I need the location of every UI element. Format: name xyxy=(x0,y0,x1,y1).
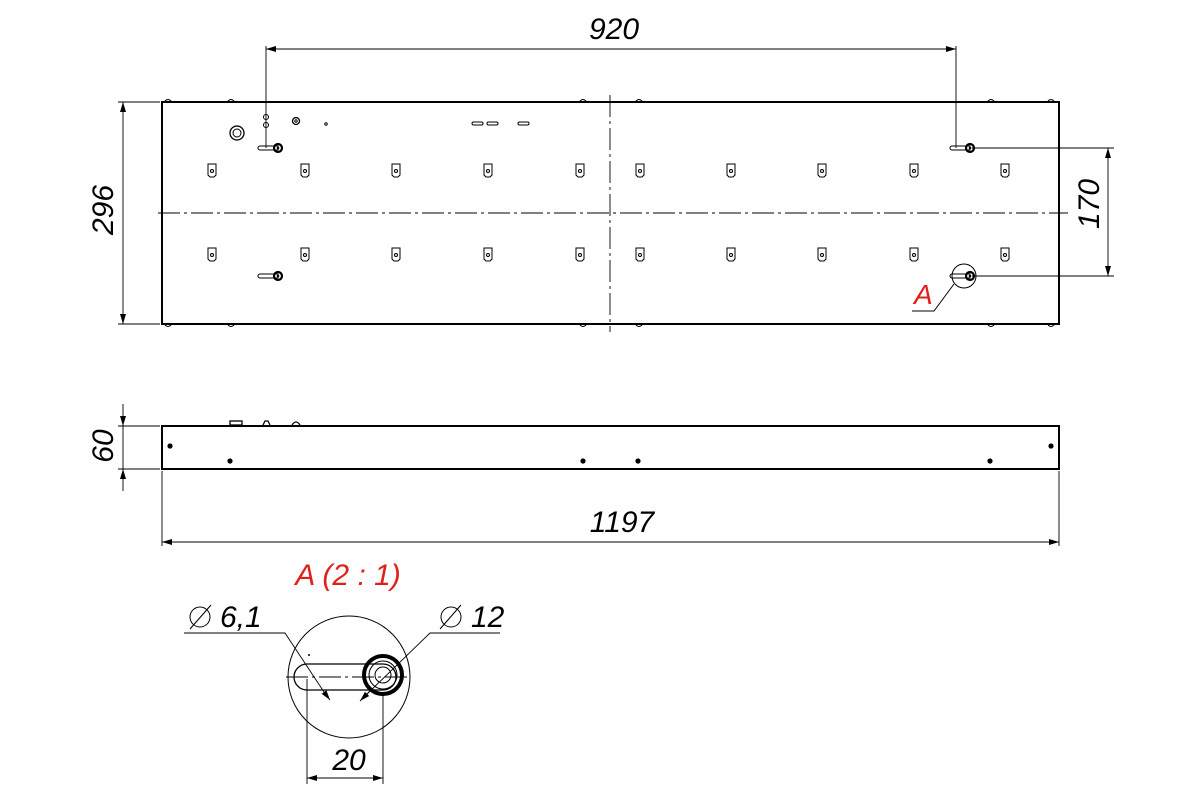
mounting-slot xyxy=(257,142,284,154)
dimension-1197: 1197 xyxy=(161,471,1060,546)
mounting-clip xyxy=(1000,247,1010,262)
mounting-clip xyxy=(391,163,401,178)
mounting-clip xyxy=(575,163,585,178)
mounting-clip xyxy=(909,163,919,178)
dimension-296-label: 296 xyxy=(87,185,120,236)
mounting-clip xyxy=(635,163,645,178)
detail-a-dim-6-1-label: 6,1 xyxy=(220,601,262,634)
detail-a-dim-12-label: 12 xyxy=(471,601,505,634)
diameter-small-symbol xyxy=(189,606,211,628)
dimension-920-label: 920 xyxy=(589,13,639,46)
connector-features xyxy=(229,114,530,141)
mounting-clip xyxy=(909,247,919,262)
mounting-clip xyxy=(391,247,401,262)
mounting-clip xyxy=(726,247,736,262)
side-view-holes xyxy=(167,443,1054,464)
clip-rows xyxy=(207,163,1010,262)
detail-a-slot xyxy=(293,663,397,691)
mounting-clip xyxy=(483,163,493,178)
mounting-slot xyxy=(257,270,284,282)
mounting-clip xyxy=(817,247,827,262)
dimension-296: 296 xyxy=(87,101,160,325)
mounting-slot xyxy=(949,142,976,154)
side-view-outline xyxy=(161,425,1060,470)
dimension-170-label: 170 xyxy=(1073,179,1106,229)
mounting-clip xyxy=(300,247,310,262)
mounting-clip xyxy=(575,247,585,262)
dimension-60: 60 xyxy=(87,404,160,491)
top-view-edge-marks xyxy=(164,99,1055,327)
side-view-top-features xyxy=(229,420,301,426)
mounting-clip xyxy=(726,163,736,178)
dimension-170: 170 xyxy=(972,147,1114,277)
mounting-clip xyxy=(207,247,217,262)
dimension-1197-label: 1197 xyxy=(590,506,656,539)
detail-a-view: A (2 : 1) 20 6,1 12 xyxy=(184,559,505,784)
mounting-clip xyxy=(635,247,645,262)
mounting-slot xyxy=(949,270,976,282)
dimension-60-label: 60 xyxy=(87,429,120,463)
top-view: A xyxy=(158,95,1068,332)
side-view xyxy=(161,420,1060,470)
detail-a-callout: A xyxy=(912,279,933,310)
dimension-920: 920 xyxy=(265,13,957,148)
mounting-clip xyxy=(817,163,827,178)
diameter-large-symbol xyxy=(440,606,462,628)
mounting-slots xyxy=(257,142,976,282)
mounting-clip xyxy=(300,163,310,178)
mounting-clip xyxy=(207,163,217,178)
detail-a-title: A (2 : 1) xyxy=(293,559,401,592)
detail-a-dim-20-label: 20 xyxy=(331,744,366,777)
detail-a-leader xyxy=(912,283,955,312)
mounting-clip xyxy=(1000,163,1010,178)
mounting-clip xyxy=(483,247,493,262)
